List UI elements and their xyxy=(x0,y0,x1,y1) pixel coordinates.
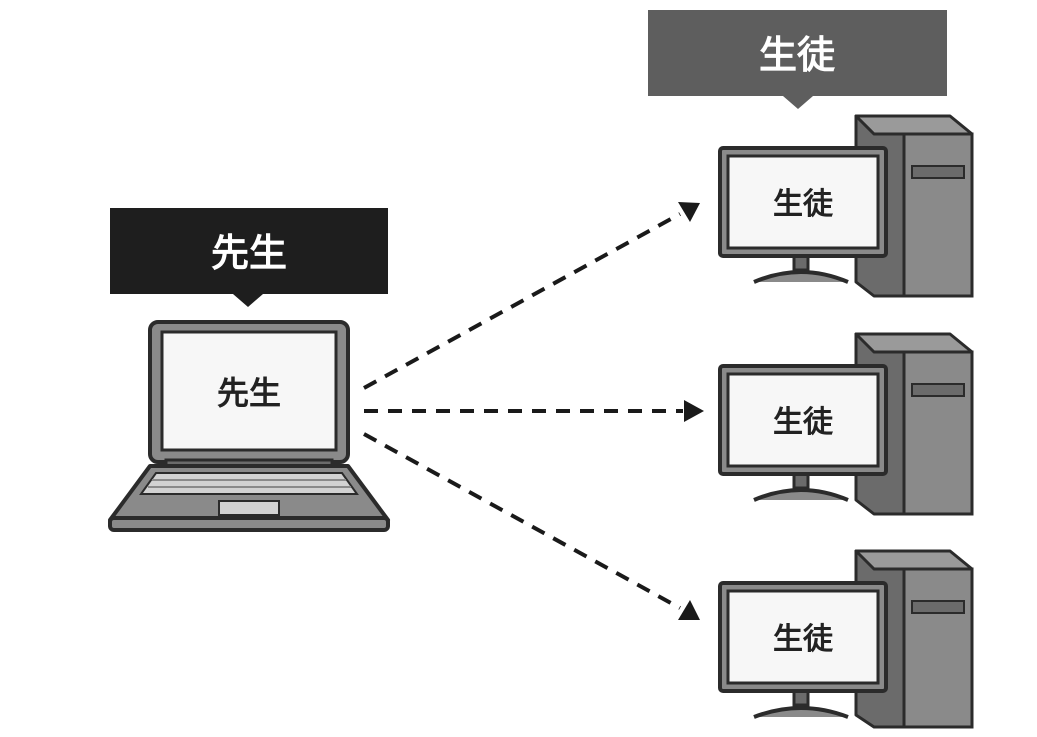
monitor-screen xyxy=(726,589,880,685)
student-computer-2: 生徒 xyxy=(718,332,974,516)
student-computer-1: 生徒 xyxy=(718,114,974,298)
teacher-label-text: 先生 xyxy=(211,231,287,275)
arrowhead-icon xyxy=(678,600,700,620)
drive-bay xyxy=(911,600,965,614)
student-label-pointer xyxy=(783,96,813,109)
teacher-label-callout: 先生 xyxy=(110,208,388,307)
arrow-to-student-2 xyxy=(364,400,704,422)
teacher-laptop-icon: 先生 xyxy=(108,320,390,532)
arrow-to-student-1 xyxy=(363,202,700,390)
drive-bay xyxy=(911,383,965,397)
teacher-label-pointer xyxy=(233,294,263,307)
teacher-label-box xyxy=(110,208,388,294)
monitor-screen-text: 生徒 xyxy=(773,405,834,440)
arrowhead-icon xyxy=(678,202,700,222)
laptop-base-edge xyxy=(108,516,390,532)
tower-front xyxy=(902,132,974,298)
laptop-trackpad xyxy=(218,500,280,516)
dashed-line xyxy=(363,432,681,610)
student-label-callout: 生徒 xyxy=(648,10,947,109)
arrow-to-student-3 xyxy=(363,432,700,620)
tower-front xyxy=(902,350,974,516)
tower-top xyxy=(854,549,974,571)
student-computer-3: 生徒 xyxy=(718,549,974,729)
monitor-screen-text: 生徒 xyxy=(773,187,834,222)
monitor-screen xyxy=(726,372,880,468)
dashed-line xyxy=(363,212,681,390)
tower-front xyxy=(902,567,974,729)
monitor-screen-text: 生徒 xyxy=(773,622,834,657)
monitor-screen xyxy=(726,154,880,250)
student-label-box xyxy=(648,10,947,96)
drive-bay xyxy=(911,165,965,179)
arrowhead-icon xyxy=(684,400,704,422)
tower-top xyxy=(854,114,974,136)
laptop-screen-text: 先生 xyxy=(217,374,281,412)
laptop-screen xyxy=(160,330,338,452)
connection-arrows xyxy=(363,202,704,620)
laptop-keyboard xyxy=(139,472,359,495)
student-label-text: 生徒 xyxy=(759,33,836,77)
tower-top xyxy=(854,332,974,354)
